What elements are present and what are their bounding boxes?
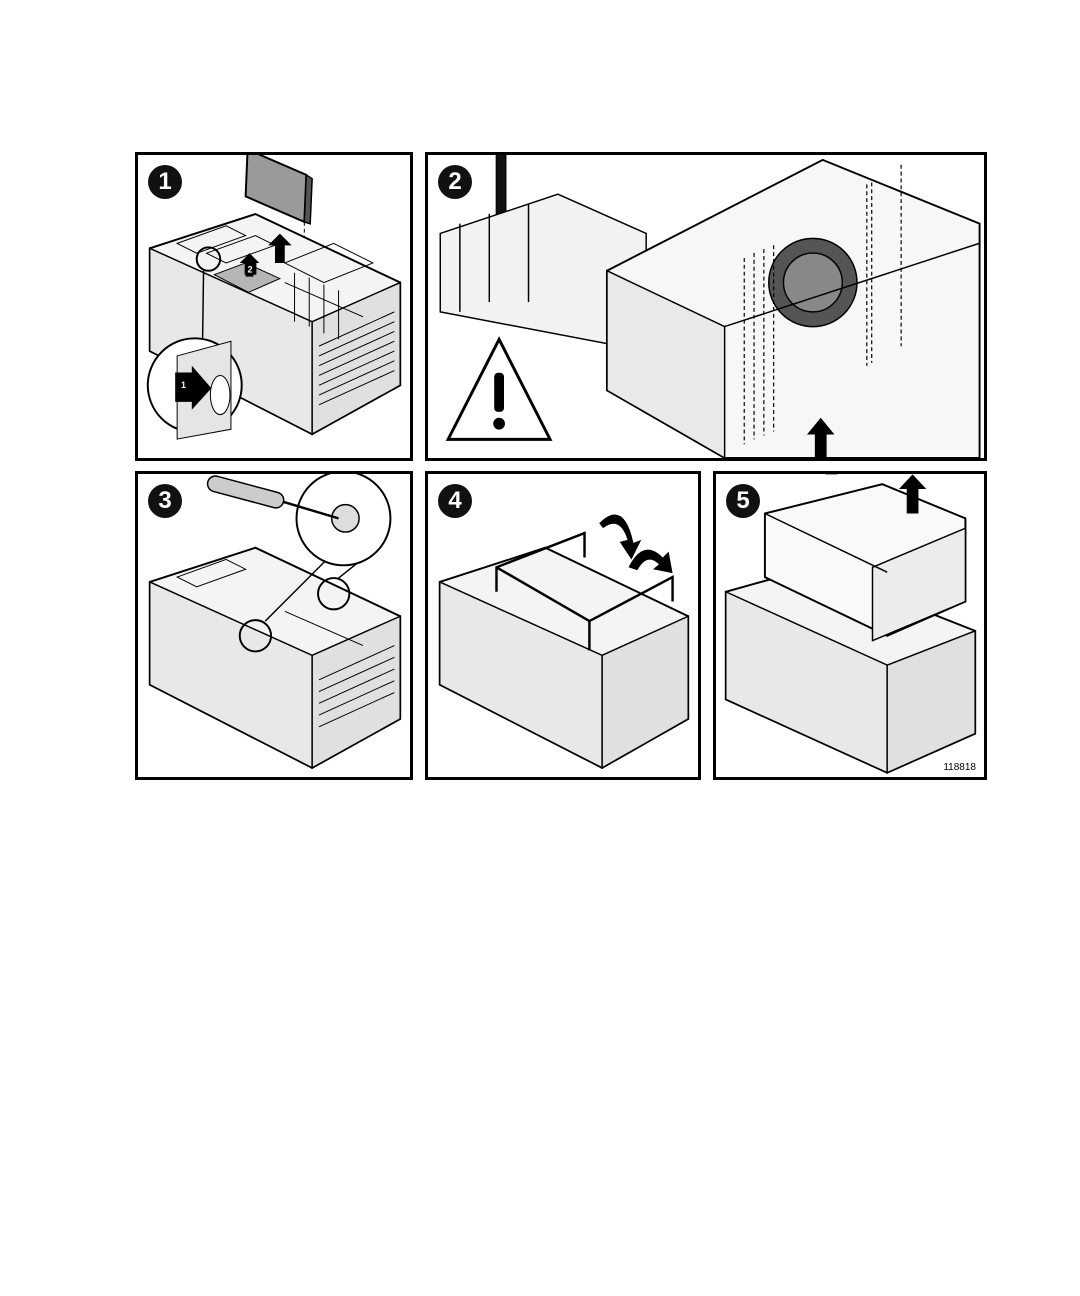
- server-chassis: [440, 548, 688, 768]
- step-1-badge: 1: [148, 165, 182, 199]
- callout-1: 1: [181, 380, 186, 390]
- step-2-badge: 2: [438, 165, 472, 199]
- warning-icon: [448, 339, 550, 439]
- step-3-badge: 3: [148, 484, 182, 518]
- step-3-illustration: [138, 474, 410, 777]
- step-5-illustration: [716, 474, 984, 777]
- server-chassis: [150, 548, 400, 768]
- figure-id: 118818: [943, 762, 976, 773]
- step-5-panel: 5 118818: [713, 471, 987, 780]
- step-4-illustration: [428, 474, 698, 777]
- step-2-panel: 2: [425, 152, 987, 461]
- step-3-panel: 3: [135, 471, 413, 780]
- step-2-illustration: [428, 155, 984, 458]
- step-4-badge: 4: [438, 484, 472, 518]
- rotate-arrows: [599, 515, 672, 574]
- step-1-panel: 1: [135, 152, 413, 461]
- callout-2: 2: [248, 265, 253, 275]
- step-4-panel: 4: [425, 471, 701, 780]
- step-1-illustration: 2 1: [138, 155, 410, 458]
- step-5-badge: 5: [726, 484, 760, 518]
